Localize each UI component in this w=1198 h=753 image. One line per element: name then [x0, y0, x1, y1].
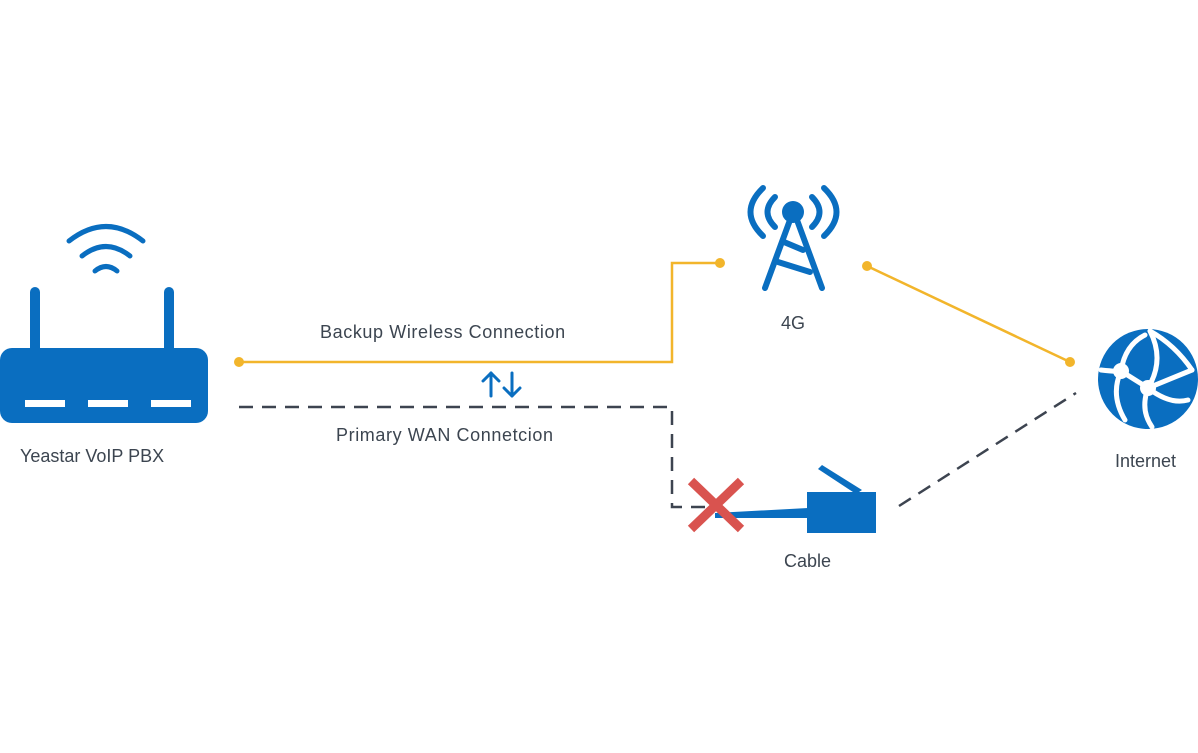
- router-port-3: [151, 400, 191, 407]
- backup-line-pbx-to-tower: [239, 261, 720, 364]
- backup-line-tower-to-internet: [866, 264, 1071, 364]
- globe-icon: [1098, 328, 1198, 430]
- cell-tower-icon: [747, 185, 840, 291]
- backup-endpoint-pbx: [234, 357, 244, 367]
- wifi-signal-arc-middle: [79, 244, 133, 259]
- backup-connection: [234, 258, 1075, 367]
- failover-arrows-icon: [481, 371, 522, 398]
- cable-plug-body: [807, 492, 876, 533]
- backup-endpoint-internet: [1065, 357, 1075, 367]
- router-antenna-right: [164, 287, 174, 357]
- backup-endpoint-tower-right: [862, 261, 872, 271]
- router-body: [0, 348, 208, 423]
- router-port-2: [88, 400, 128, 407]
- primary-connection-label: Primary WAN Connetcion: [336, 425, 554, 445]
- backup-connection-label: Backup Wireless Connection: [320, 322, 566, 342]
- primary-connection: [239, 391, 1077, 509]
- router-antenna-left: [30, 287, 40, 357]
- wifi-router-icon: [0, 224, 208, 423]
- wifi-signal-arc-inner: [92, 264, 120, 274]
- wifi-signal-arc-outer: [66, 224, 146, 244]
- primary-line-cable-to-internet: [898, 391, 1077, 508]
- failure-x-icon: [687, 477, 745, 533]
- cable-plug-clip: [818, 465, 862, 494]
- backup-endpoint-tower-left: [715, 258, 725, 268]
- tower-label: 4G: [781, 313, 805, 333]
- ethernet-plug-icon: [715, 465, 876, 533]
- cable-label: Cable: [784, 551, 831, 571]
- cable-wire: [715, 508, 808, 518]
- pbx-label: Yeastar VoIP PBX: [20, 446, 164, 466]
- router-port-1: [25, 400, 65, 407]
- internet-label: Internet: [1115, 451, 1176, 471]
- primary-line-pbx-to-cable: [239, 405, 710, 509]
